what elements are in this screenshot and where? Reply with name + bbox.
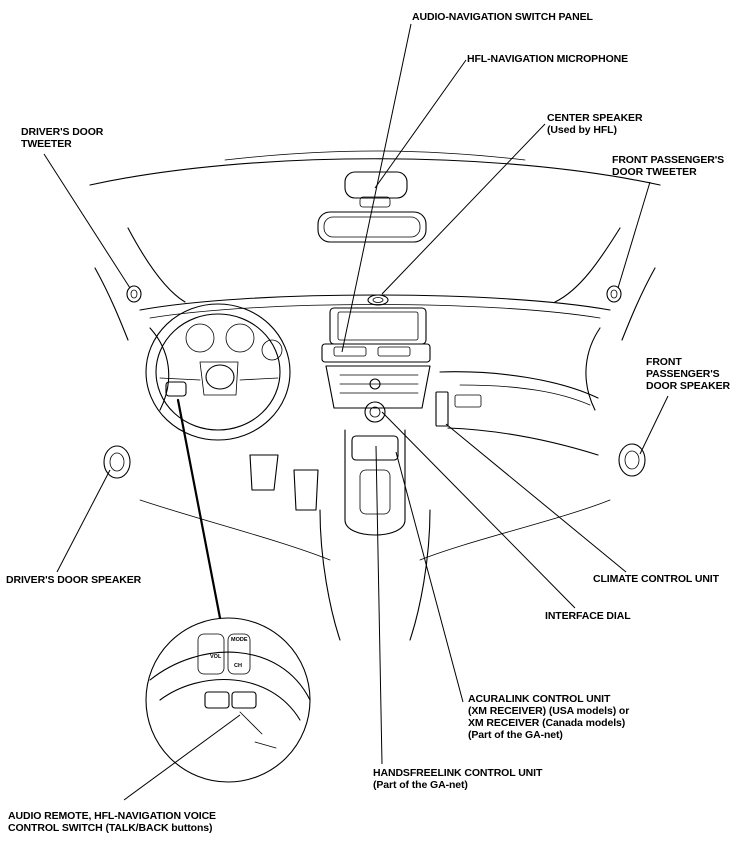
vol-button-label: VOL	[210, 654, 222, 660]
label-front-passengers-door-speaker: FRONT PASSENGER'S DOOR SPEAKER	[646, 356, 730, 392]
label-audio-navigation-switch-panel: AUDIO-NAVIGATION SWITCH PANEL	[412, 11, 593, 23]
front-passenger-door-tweeter-drawing	[606, 285, 622, 303]
handsfreelink-unit-drawing	[351, 435, 399, 461]
label-audio-remote-voice-control-switch: AUDIO REMOTE, HFL-NAVIGATION VOICE CONTR…	[8, 810, 216, 834]
roof-line	[224, 150, 526, 161]
audio-nav-switch-panel-drawing	[321, 343, 431, 363]
right-a-pillar-outer	[621, 267, 656, 341]
steering-wheel	[145, 303, 291, 441]
rearview-mirror	[344, 171, 408, 199]
label-drivers-door-tweeter: DRIVER'S DOOR TWEETER	[21, 126, 104, 150]
label-acuralink-control-unit: ACURALINK CONTROL UNIT (XM RECEIVER) (US…	[468, 693, 630, 741]
label-hfl-navigation-microphone: HFL-NAVIGATION MICROPHONE	[467, 53, 629, 65]
front-passenger-door-speaker-drawing	[618, 443, 646, 477]
leader-lines	[43, 23, 669, 801]
label-center-speaker: CENTER SPEAKER	[547, 112, 643, 124]
drivers-door-tweeter-drawing	[126, 285, 142, 303]
ch-button-label: CH	[234, 663, 242, 669]
talk-button	[204, 691, 230, 709]
label-interface-dial: INTERFACE DIAL	[545, 610, 631, 622]
steering-remote-switch-drawing	[165, 381, 187, 397]
left-a-pillar-outer	[94, 267, 129, 341]
left-a-pillar	[127, 227, 186, 303]
center-speaker	[367, 294, 389, 306]
label-front-passengers-door-tweeter: FRONT PASSENGER'S DOOR TWEETER	[612, 154, 725, 178]
climate-control-unit-drawing	[435, 391, 449, 427]
label-climate-control-unit: CLIMATE CONTROL UNIT	[593, 573, 719, 585]
label-drivers-door-speaker: DRIVER'S DOOR SPEAKER	[6, 574, 142, 586]
climate-panel	[325, 365, 431, 409]
interface-dial-drawing	[364, 401, 386, 423]
label-handsfreelink-note: (Part of the GA-net)	[373, 779, 468, 791]
back-button	[231, 691, 257, 709]
detail-callout-line	[176, 398, 222, 620]
label-handsfreelink-control-unit: HANDSFREELINK CONTROL UNIT	[373, 767, 543, 779]
drivers-door-speaker-drawing	[103, 445, 131, 479]
overhead-console	[317, 211, 427, 243]
right-a-pillar	[554, 227, 621, 303]
mode-button-label: MODE	[231, 637, 248, 643]
windshield-top-edge	[89, 158, 661, 186]
label-center-speaker-note: (Used by HFL)	[547, 124, 617, 136]
